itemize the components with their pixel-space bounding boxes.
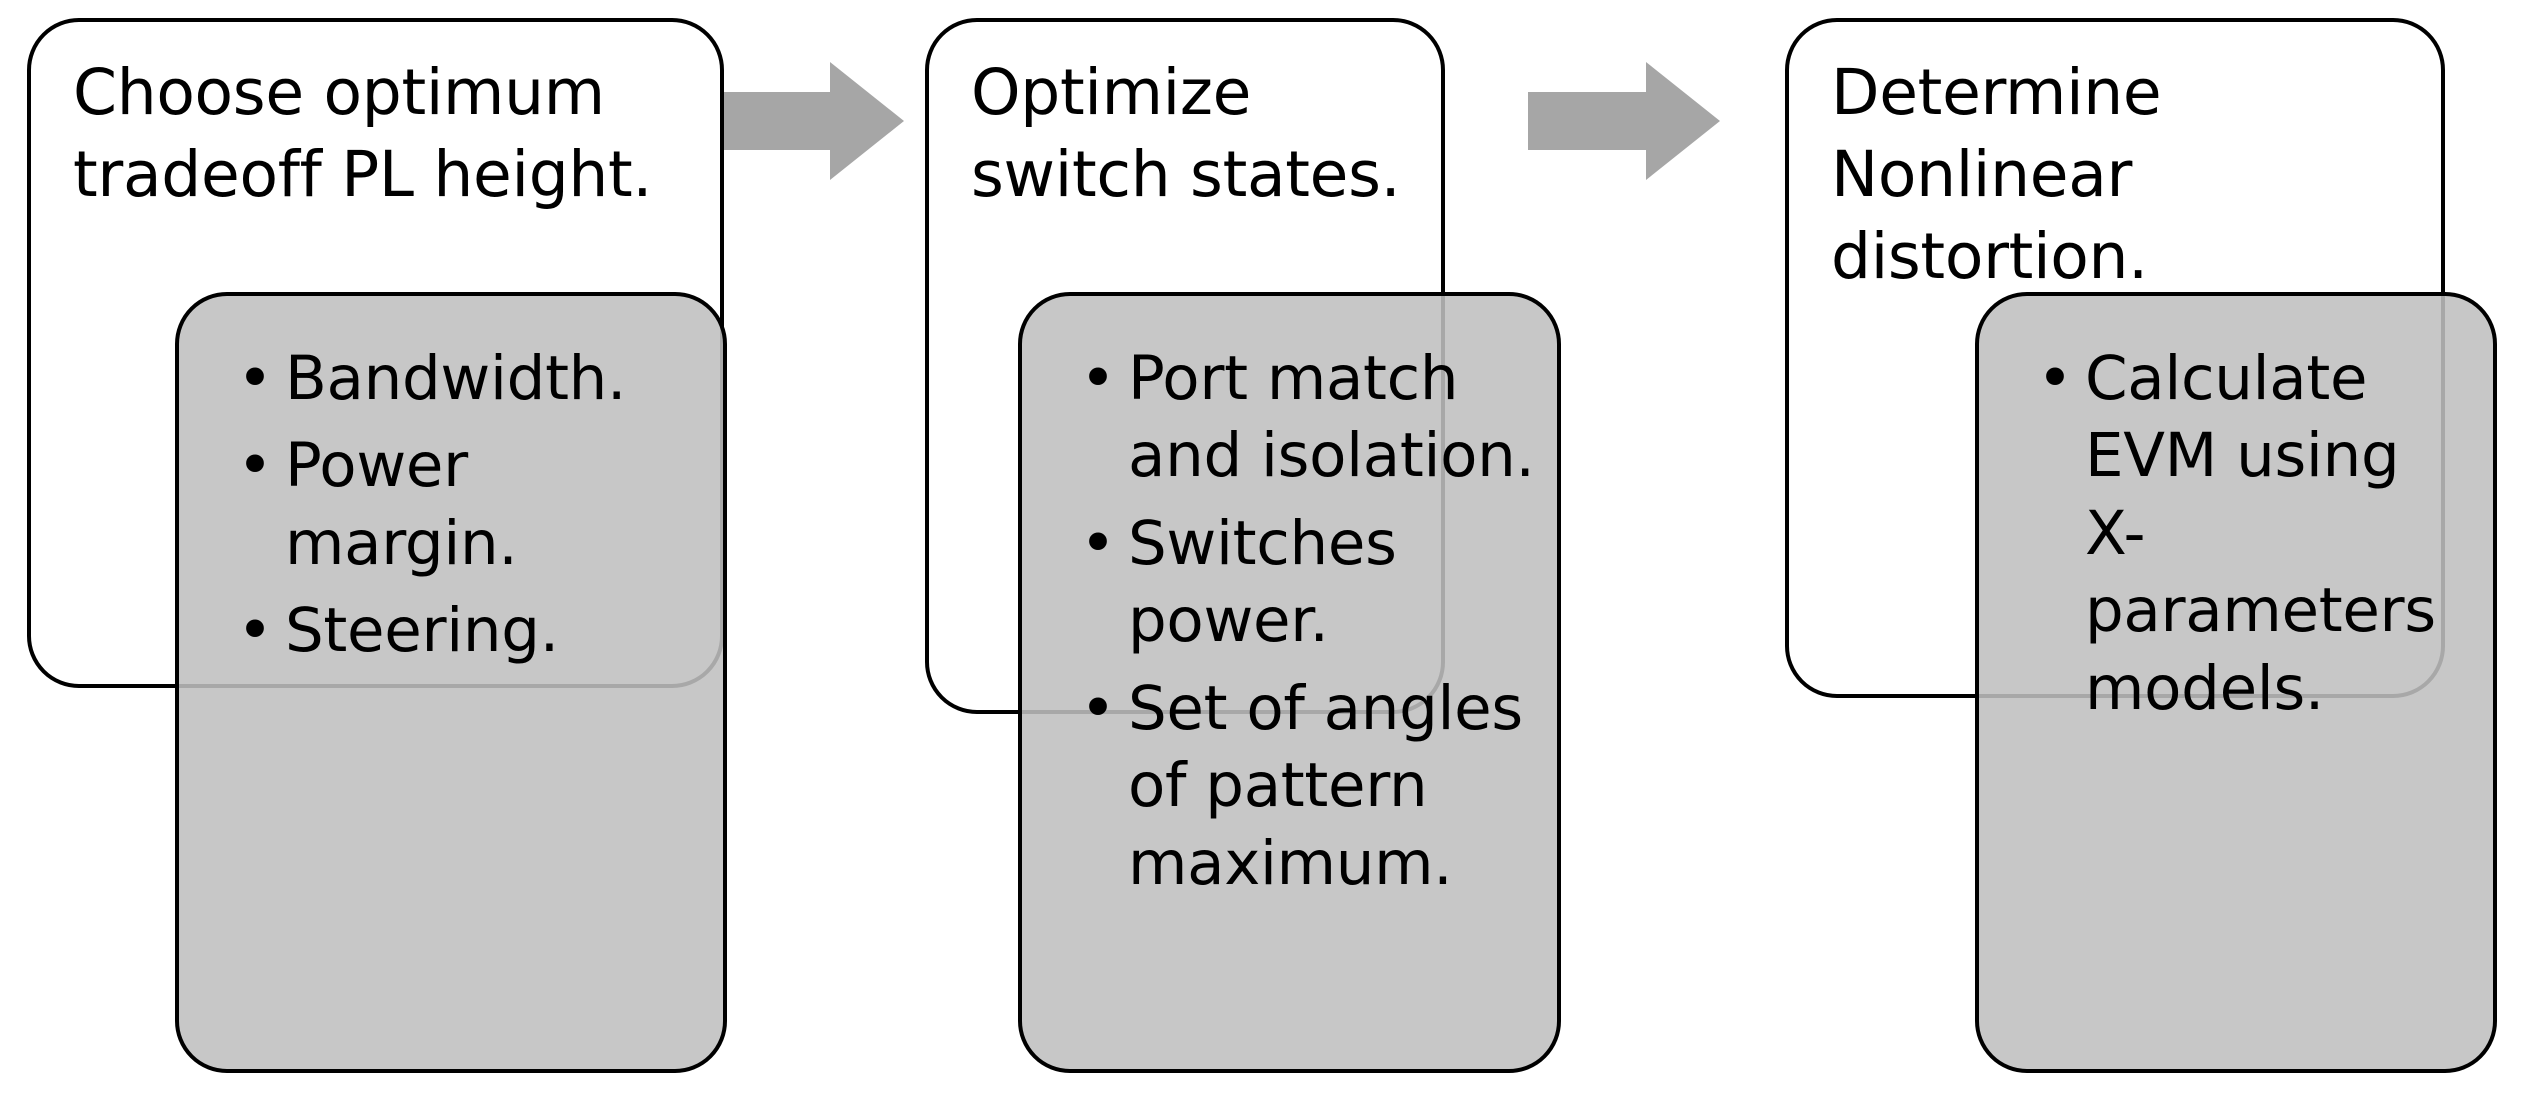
list-item: • Bandwidth. (231, 340, 701, 417)
bullet-icon: • (237, 343, 273, 414)
detail-text: Calculate EVM using X-parameters models. (2085, 343, 2436, 724)
detail-list-2: • Port match and isolation. • Switches p… (1074, 340, 1535, 912)
detail-text: Bandwidth. (285, 343, 627, 414)
list-item: • Set of angles of pattern maximum. (1074, 670, 1535, 902)
bullet-icon: • (1080, 672, 1116, 744)
list-item: • Switches power. (1074, 505, 1535, 660)
detail-text: Set of angles of pattern maximum. (1128, 672, 1523, 899)
flow-arrow-1-to-2 (712, 62, 904, 180)
step-title-2: Optimize switch states. (971, 56, 1401, 211)
list-item: • Power margin. (231, 427, 701, 582)
bullet-icon: • (2037, 343, 2073, 414)
list-item: • Calculate EVM using X-parameters model… (2031, 340, 2471, 727)
step-title-1: Choose optimum tradeoff PL height. (73, 56, 653, 211)
detail-list-1: • Bandwidth. • Power margin. • Steering. (231, 340, 701, 680)
detail-text: Switches power. (1128, 507, 1397, 657)
bullet-icon: • (237, 430, 273, 502)
detail-text: Power margin. (285, 430, 518, 579)
list-item: • Steering. (231, 592, 701, 669)
detail-list-3: • Calculate EVM using X-parameters model… (2031, 340, 2471, 737)
flow-arrow-2-to-3 (1528, 62, 1720, 180)
bullet-icon: • (1080, 507, 1116, 579)
detail-card-1[interactable]: • Bandwidth. • Power margin. • Steering. (175, 292, 727, 1073)
detail-text: Steering. (285, 595, 559, 667)
list-item: • Port match and isolation. (1074, 340, 1535, 495)
step-title-3: Determine Nonlinear distortion. (1831, 56, 2162, 293)
detail-card-3[interactable]: • Calculate EVM using X-parameters model… (1975, 292, 2497, 1073)
bullet-icon: • (237, 595, 273, 667)
detail-card-2[interactable]: • Port match and isolation. • Switches p… (1018, 292, 1561, 1073)
bullet-icon: • (1080, 343, 1116, 414)
detail-text: Port match and isolation. (1128, 343, 1535, 492)
